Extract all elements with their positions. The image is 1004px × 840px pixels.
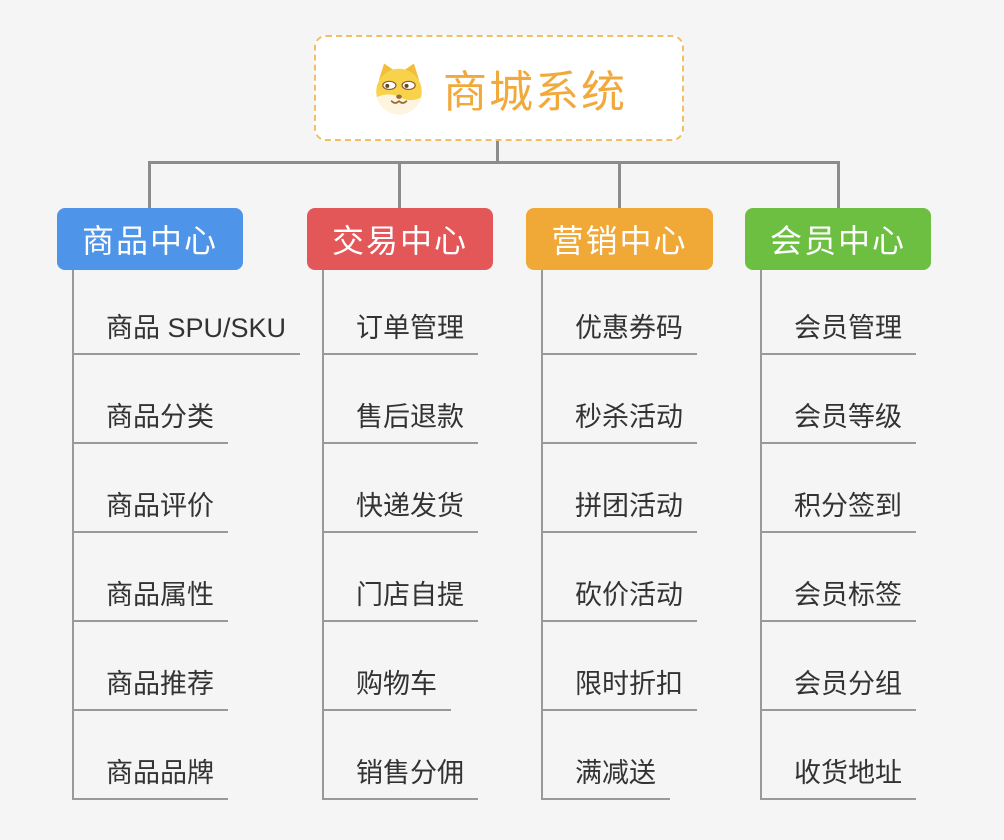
mindmap-leaf[interactable]: 商品分类: [72, 401, 228, 444]
mindmap-leaf[interactable]: 会员等级: [760, 401, 916, 444]
branch-trunk-line: [541, 270, 543, 800]
mindmap-leaf[interactable]: 积分签到: [760, 490, 916, 533]
branch-header-member[interactable]: 会员中心: [745, 208, 931, 270]
branch-header-product[interactable]: 商品中心: [57, 208, 243, 270]
root-title: 商城系统: [443, 68, 627, 117]
mindmap-leaf[interactable]: 售后退款: [322, 401, 478, 444]
dog-face-icon: [376, 63, 422, 115]
mindmap-leaf[interactable]: 砍价活动: [541, 579, 697, 622]
branch-header-trade[interactable]: 交易中心: [307, 208, 493, 270]
branch-trunk-line: [760, 270, 762, 800]
branch-trunk-line: [322, 270, 324, 800]
mindmap-leaf[interactable]: 商品评价: [72, 490, 228, 533]
mindmap-leaf[interactable]: 购物车: [322, 668, 451, 711]
mindmap-leaf[interactable]: 门店自提: [322, 579, 478, 622]
mindmap-leaf[interactable]: 商品推荐: [72, 668, 228, 711]
mindmap-leaf[interactable]: 商品属性: [72, 579, 228, 622]
mindmap-leaf[interactable]: 订单管理: [322, 312, 478, 355]
mindmap-leaf[interactable]: 满减送: [541, 757, 670, 800]
connector-root-drop: [496, 141, 499, 163]
mindmap-leaf[interactable]: 收货地址: [760, 757, 916, 800]
mindmap-leaf[interactable]: 会员管理: [760, 312, 916, 355]
connector-branch-drop: [398, 161, 401, 209]
mindmap-leaf[interactable]: 限时折扣: [541, 668, 697, 711]
mindmap-leaf[interactable]: 会员分组: [760, 668, 916, 711]
connector-branch-drop: [148, 161, 151, 209]
mindmap-leaf[interactable]: 优惠券码: [541, 312, 697, 355]
mindmap-leaf[interactable]: 秒杀活动: [541, 401, 697, 444]
root-node[interactable]: 商城系统: [314, 35, 684, 141]
mindmap-leaf[interactable]: 快递发货: [322, 490, 478, 533]
connector-branch-drop: [837, 161, 840, 209]
mindmap-leaf[interactable]: 销售分佣: [322, 757, 478, 800]
branch-header-marketing[interactable]: 营销中心: [526, 208, 713, 270]
connector-horizontal-bar: [148, 161, 840, 164]
mindmap-leaf[interactable]: 商品品牌: [72, 757, 228, 800]
mindmap-leaf[interactable]: 商品 SPU/SKU: [72, 312, 301, 355]
branch-trunk-line: [72, 270, 74, 800]
connector-branch-drop: [618, 161, 621, 209]
mindmap-leaf[interactable]: 拼团活动: [541, 490, 697, 533]
mindmap-leaf[interactable]: 会员标签: [760, 579, 916, 622]
